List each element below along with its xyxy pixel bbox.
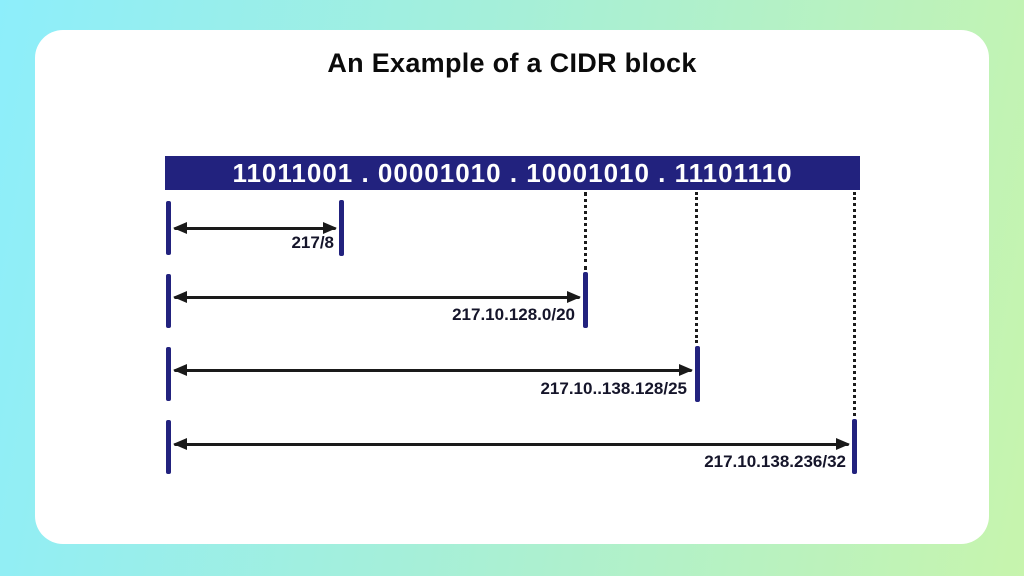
- binary-address-text: 11011001 . 00001010 . 10001010 . 1110111…: [232, 157, 793, 188]
- prefix-row-slash32-left-tick: [166, 420, 171, 474]
- prefix-row-slash20-right-tick: [583, 272, 588, 328]
- prefix-row-slash25-left-tick: [166, 347, 171, 401]
- page-title: An Example of a CIDR block: [327, 48, 697, 78]
- dotted-leader-line-slash20: [584, 192, 587, 270]
- prefix-row-slash32-label: 217.10.138.236/32: [704, 452, 846, 471]
- prefix-row-slash8-right-tick: [339, 200, 344, 256]
- prefix-row-slash25-label: 217.10..138.128/25: [540, 379, 687, 398]
- dotted-leader-line-slash25: [695, 192, 698, 343]
- prefix-row-slash25-span-arrow: [173, 364, 693, 376]
- prefix-row-slash32-span-arrow: [173, 438, 850, 450]
- prefix-row-slash32-right-tick: [852, 419, 857, 474]
- prefix-row-slash8-label: 217/8: [291, 233, 334, 252]
- binary-address-bar: 11011001 . 00001010 . 10001010 . 1110111…: [165, 156, 860, 190]
- prefix-row-slash8-span-arrow: [173, 222, 337, 234]
- prefix-row-slash25-right-tick: [695, 346, 700, 402]
- prefix-row-slash20-label: 217.10.128.0/20: [452, 305, 575, 324]
- prefix-row-slash8-left-tick: [166, 201, 171, 255]
- content-card: [35, 30, 989, 544]
- prefix-row-slash20-span-arrow: [173, 291, 581, 303]
- dotted-leader-line-slash32: [853, 192, 856, 416]
- prefix-row-slash20-left-tick: [166, 274, 171, 328]
